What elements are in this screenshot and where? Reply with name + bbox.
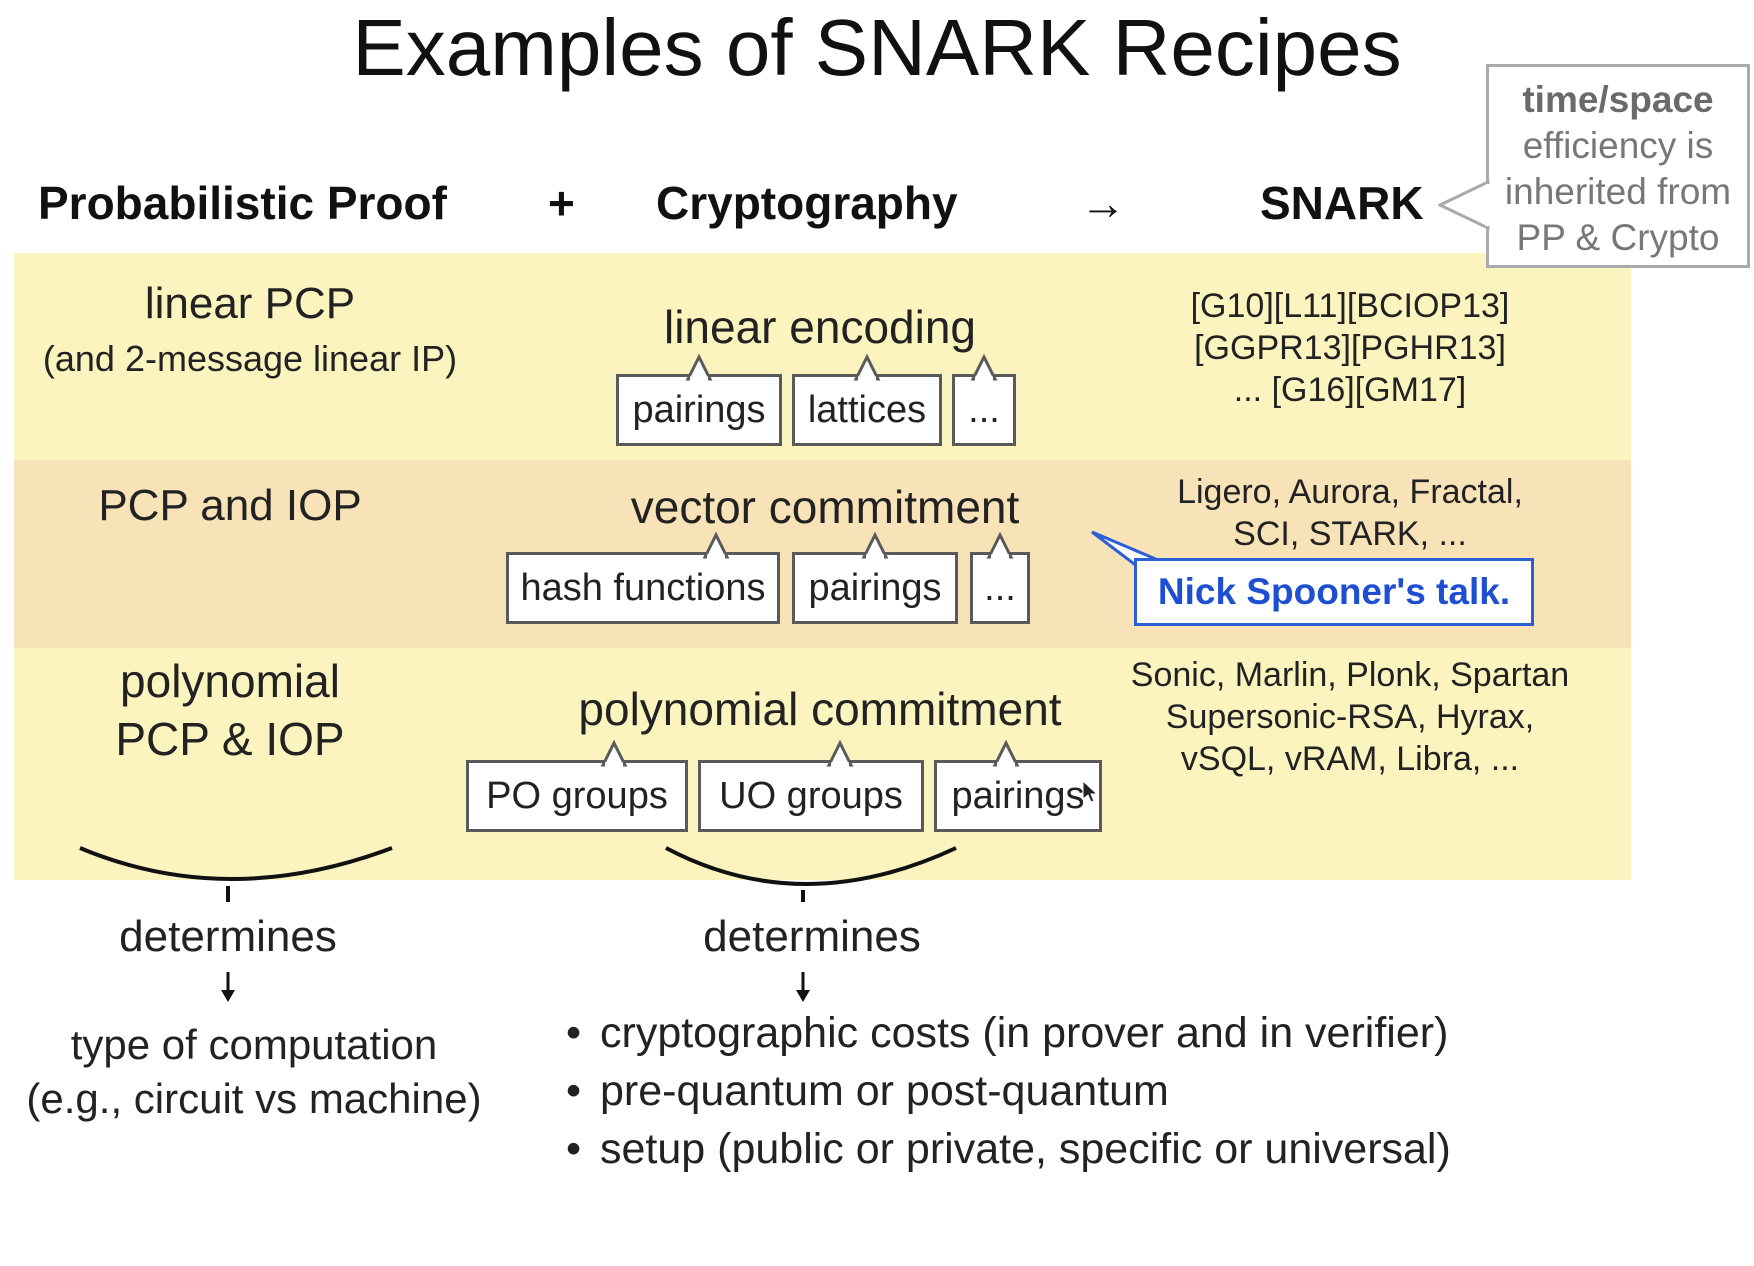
bullet-text: pre-quantum or post-quantum: [600, 1067, 1169, 1115]
row3-references: Sonic, Marlin, Plonk, Spartan Supersonic…: [1100, 654, 1600, 780]
reference-line: [G10][L11][BCIOP13]: [1190, 287, 1510, 325]
row3-pp-line2: PCP & IOP: [115, 713, 345, 765]
header-plus-sign: +: [548, 177, 575, 229]
bullet-text: cryptographic costs (in prover and in ve…: [600, 1009, 1449, 1057]
right-determines-label: determines: [703, 912, 921, 961]
tag-label: ...: [968, 388, 1000, 431]
row2-pp-title: PCP and IOP: [98, 481, 362, 530]
callout-line: PP & Crypto: [1516, 217, 1720, 258]
row1-references: [G10][L11][BCIOP13] [GGPR13][PGHR13] ...…: [1130, 285, 1570, 411]
callout-pointer: [1438, 180, 1490, 230]
bullet-item: • pre-quantum or post-quantum: [566, 1062, 1451, 1120]
tag-label: lattices: [807, 388, 927, 431]
reference-line: [GGPR13][PGHR13]: [1194, 329, 1506, 367]
slide-title: Examples of SNARK Recipes: [352, 3, 1402, 92]
tag-label: ...: [984, 566, 1016, 609]
row1-commitment: linear encoding: [663, 301, 976, 353]
talk-reference-link[interactable]: Nick Spooner's talk.: [1134, 558, 1534, 626]
row1-pp-subtitle: (and 2-message linear IP): [42, 338, 458, 379]
header-cryptography: Cryptography: [656, 177, 958, 229]
row2-commitment: vector commitment: [630, 481, 1020, 533]
efficiency-callout: time/space efficiency is inherited from …: [1486, 64, 1750, 268]
row2-references: Ligero, Aurora, Fractal, SCI, STARK, ...: [1130, 471, 1570, 555]
tag-label: UO groups: [719, 774, 903, 817]
bullet-item: • cryptographic costs (in prover and in v…: [566, 1004, 1451, 1062]
callout-bold-text: time/space: [1522, 79, 1714, 120]
row2-tag-hash-functions: hash functions: [506, 531, 780, 624]
header-probabilistic-proof: Probabilistic Proof: [38, 177, 447, 229]
bullet-text: setup (public or private, specific or un…: [600, 1125, 1451, 1173]
row1-tag-pairings: pairings: [616, 353, 782, 446]
header-snark: SNARK: [1260, 177, 1424, 229]
row3-tag-uo-groups: UO groups: [698, 739, 924, 832]
reference-line: Ligero, Aurora, Fractal,: [1177, 473, 1523, 511]
left-outcome-text: type of computation (e.g., circuit vs ma…: [0, 1018, 508, 1126]
reference-line: vSQL, vRAM, Libra, ...: [1180, 740, 1520, 778]
reference-line: SCI, STARK, ...: [1233, 515, 1467, 553]
tag-label: pairings: [951, 774, 1085, 817]
left-determines-label: determines: [119, 912, 337, 961]
tag-label: pairings: [808, 566, 942, 609]
bullet-dot: •: [566, 1067, 582, 1115]
row3-pp-title: polynomial PCP & IOP: [0, 652, 460, 768]
row1-tag-lattices: lattices: [792, 353, 942, 446]
row2-tag-more: ...: [970, 531, 1030, 624]
callout-line: inherited from: [1504, 171, 1732, 212]
bullet-dot: •: [566, 1125, 582, 1173]
bullet-item: • setup (public or private, specific or u…: [566, 1120, 1451, 1178]
header-arrow: →: [1080, 177, 1126, 229]
row3-pp-line1: polynomial: [120, 655, 340, 707]
tag-label: pairings: [632, 388, 766, 431]
reference-line: ... [G16][GM17]: [1233, 371, 1467, 409]
row1-pp-title: linear PCP: [144, 279, 356, 328]
row2-tag-pairings: pairings: [792, 531, 958, 624]
left-outcome-line1: type of computation: [70, 1021, 438, 1068]
row3-tag-pairings: pairings: [934, 739, 1102, 832]
bullet-dot: •: [566, 1009, 582, 1057]
mouse-cursor-icon: [1082, 780, 1098, 803]
tag-label: hash functions: [520, 566, 766, 609]
reference-line: Supersonic-RSA, Hyrax,: [1165, 698, 1535, 736]
right-outcome-bullets: • cryptographic costs (in prover and in v…: [566, 1004, 1451, 1178]
row1-tag-more: ...: [952, 353, 1016, 446]
tag-label: PO groups: [486, 774, 668, 817]
left-outcome-line2: (e.g., circuit vs machine): [26, 1075, 482, 1122]
row3-commitment: polynomial commitment: [578, 683, 1062, 735]
determines-connectors: [79, 846, 957, 1002]
row3-tag-po-groups: PO groups: [466, 739, 688, 832]
callout-line: efficiency is: [1522, 125, 1714, 166]
reference-line: Sonic, Marlin, Plonk, Spartan: [1130, 656, 1570, 694]
